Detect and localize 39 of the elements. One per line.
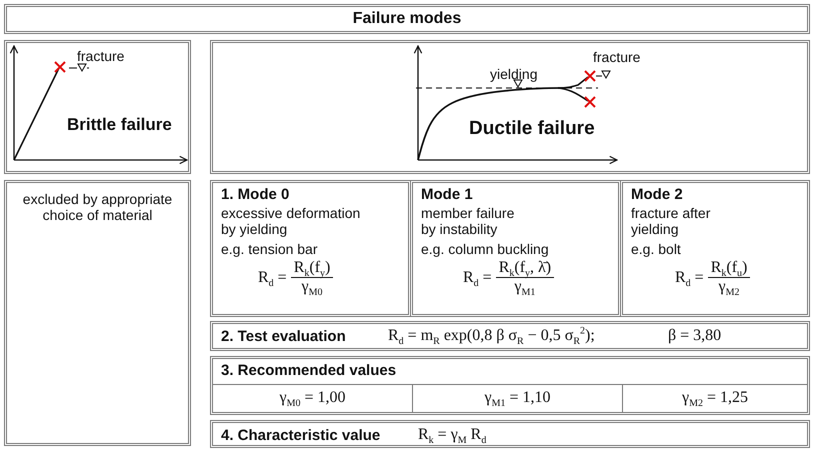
value-formula: γ$_{M2}$ = 1,25 [680, 389, 749, 408]
curve-label: fracture [593, 49, 640, 65]
info-panel [210, 420, 810, 448]
mode-heading: Mode 1 [421, 186, 473, 203]
panel-title: Brittle failure [67, 115, 172, 135]
formula-term: R$_{d}$ = [463, 268, 492, 288]
fraction-denominator: γ$_{M1}$ [514, 278, 536, 297]
mode-heading: 1. Mode 0 [221, 186, 290, 203]
example-text: e.g. tension bar [221, 241, 318, 257]
section-heading: 2. Test evaluation [221, 328, 346, 345]
fraction-numerator: R$_{k}$(f$_{u}$) [708, 259, 750, 278]
section-heading: 3. Recommended values [221, 362, 396, 379]
value-formula: γ$_{M1}$ = 1,10 [483, 389, 552, 408]
note-text: excluded by appropriate choice of material [22, 191, 174, 223]
value-formula: γ$_{M0}$ = 1,00 [278, 389, 346, 408]
table-cell [622, 384, 807, 412]
mode-heading: Mode 2 [631, 186, 683, 203]
formula: β = 3,80 [668, 327, 722, 346]
section-heading: 4. Characteristic value [221, 427, 380, 444]
example-text: e.g. column buckling [421, 241, 549, 257]
info-panel [210, 356, 810, 415]
diagram-title: Failure modes [4, 4, 810, 34]
curve-label: yielding [490, 66, 538, 82]
info-panel [620, 180, 810, 317]
table-cell [412, 384, 622, 412]
formula-term: R$_{d}$ = [675, 268, 704, 288]
fraction-denominator: γ$_{M2}$ [718, 278, 740, 297]
diagram-panel [210, 40, 810, 174]
panel-title: Ductile failure [469, 118, 595, 140]
formula: R$_{k}$ = γ$_{M}$ R$_{d}$ [418, 426, 486, 444]
curve-label: fracture [77, 48, 124, 64]
formula-term: R$_{d}$ = [258, 268, 287, 288]
info-panel [4, 180, 191, 446]
info-panel [410, 180, 621, 317]
example-text: e.g. bolt [631, 241, 681, 257]
formula: R$_{d}$ = m$_{R}$ exp(0,8 β σ$_{R}$ − 0,5 σ$_{R}$$^{2}$); [388, 327, 595, 346]
fraction-denominator: γ$_{M0}$ [302, 278, 323, 297]
info-panel [210, 321, 810, 351]
info-panel [210, 180, 411, 317]
